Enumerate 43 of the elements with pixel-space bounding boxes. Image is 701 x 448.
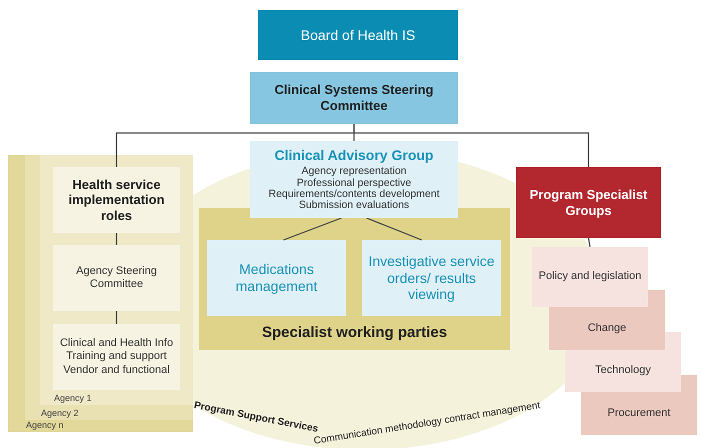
list-item: Requirements/contents development (268, 188, 440, 200)
box-text: Procurement (606, 406, 672, 420)
box-text: Clinical Systems Steering Committee (274, 82, 434, 114)
list-item: Submission evaluations (298, 200, 410, 212)
agency-label: Agency 2 (41, 409, 79, 419)
agency-label: Agency n (26, 421, 64, 431)
org-box (581, 392, 697, 435)
connector-line (366, 217, 422, 241)
org-box (549, 307, 665, 350)
org-box (207, 240, 346, 316)
box-text: Training and support (65, 350, 168, 364)
panel-title: Specialist working parties (262, 324, 448, 342)
org-box (258, 10, 458, 60)
org-box (532, 247, 648, 307)
box-text: Clinical and Health Info (58, 337, 174, 350)
agency-label: Agency 1 (54, 394, 92, 404)
org-box (516, 167, 661, 238)
box-text: Investigative service orders/ results viewing (367, 252, 496, 304)
connector-line (353, 124, 590, 167)
group-panel (199, 208, 510, 350)
box-text: Board of Health IS (300, 26, 416, 44)
org-box (53, 324, 180, 390)
org-box (565, 350, 681, 392)
connector-line (283, 217, 342, 241)
list-item: Professional perspective (296, 178, 412, 189)
list-item: Agency representation (301, 166, 407, 178)
org-box (53, 245, 180, 311)
connector-line (116, 233, 118, 245)
box-heading: Clinical Advisory Group (274, 147, 434, 164)
box-text: Medications management (234, 261, 318, 295)
box-text: Health service implementation roles (67, 176, 166, 224)
box-text: Vendor and functional (62, 364, 171, 377)
connector-line (116, 311, 118, 324)
box-text: Technology (594, 364, 652, 378)
advisory-box (250, 141, 458, 218)
org-box (53, 167, 180, 233)
box-text: Program Specialist Groups (528, 186, 648, 218)
org-box (362, 240, 501, 316)
org-box (250, 72, 458, 124)
box-text: Policy and legislation (538, 270, 642, 284)
connector-line (588, 238, 591, 248)
box-text: Change (586, 322, 628, 336)
box-text: Agency Steering Committee (75, 264, 158, 292)
